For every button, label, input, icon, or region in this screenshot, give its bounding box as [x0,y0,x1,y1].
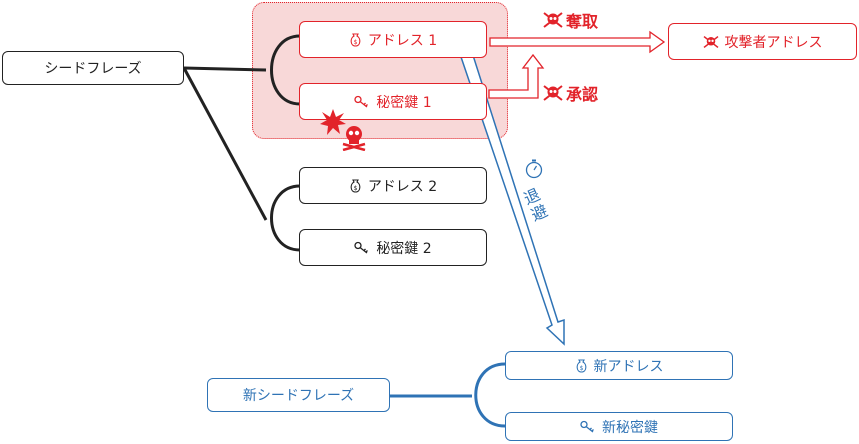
key-icon [580,420,596,434]
address-1-label: アドレス 1 [367,32,438,49]
approve-label: 承認 [543,81,598,105]
new-private-key-node: 新秘密鍵 [505,412,733,441]
attacker-address-node: 攻撃者アドレス [668,23,857,60]
seed-phrase-label: シードフレーズ [44,61,142,77]
new-address-node: $ 新アドレス [505,351,733,380]
address-2-node: $ アドレス 2 [299,167,487,204]
skull-crossbones-icon [543,85,563,101]
svg-text:$: $ [353,185,357,192]
money-bag-icon: $ [349,178,362,193]
address-2-label: アドレス 2 [367,178,438,195]
approve-text: 承認 [566,85,599,104]
money-bag-icon: $ [349,32,362,47]
address-1-node: $ アドレス 1 [299,21,487,58]
steal-label: 奪取 [543,8,598,32]
evade-label: 退避 [514,158,554,226]
private-key-2-node: 秘密鍵 2 [299,229,487,266]
private-key-2-label: 秘密鍵 2 [376,240,432,257]
key-icon [354,95,370,109]
stopwatch-icon [524,158,544,184]
new-address-label: 新アドレス [593,358,664,375]
key-icon [354,241,370,255]
steal-text: 奪取 [566,12,599,31]
explosion-icon [319,108,347,140]
private-key-1-label: 秘密鍵 1 [376,94,432,111]
skull-crossbones-icon [543,12,563,28]
new-private-key-label: 新秘密鍵 [602,419,658,436]
skull-crossbones-icon [703,35,719,49]
svg-text:$: $ [353,39,357,46]
seed-phrase-node: シードフレーズ [2,51,184,85]
evade-text: 退避 [518,185,551,227]
new-seed-phrase-label: 新シードフレーズ [242,388,355,404]
money-bag-icon: $ [575,358,588,373]
skull-crossbones-icon [340,123,368,155]
svg-text:$: $ [579,365,583,372]
new-seed-phrase-node: 新シードフレーズ [207,378,390,412]
attacker-address-label: 攻撃者アドレス [724,34,823,51]
private-key-1-node: 秘密鍵 1 [299,83,487,120]
